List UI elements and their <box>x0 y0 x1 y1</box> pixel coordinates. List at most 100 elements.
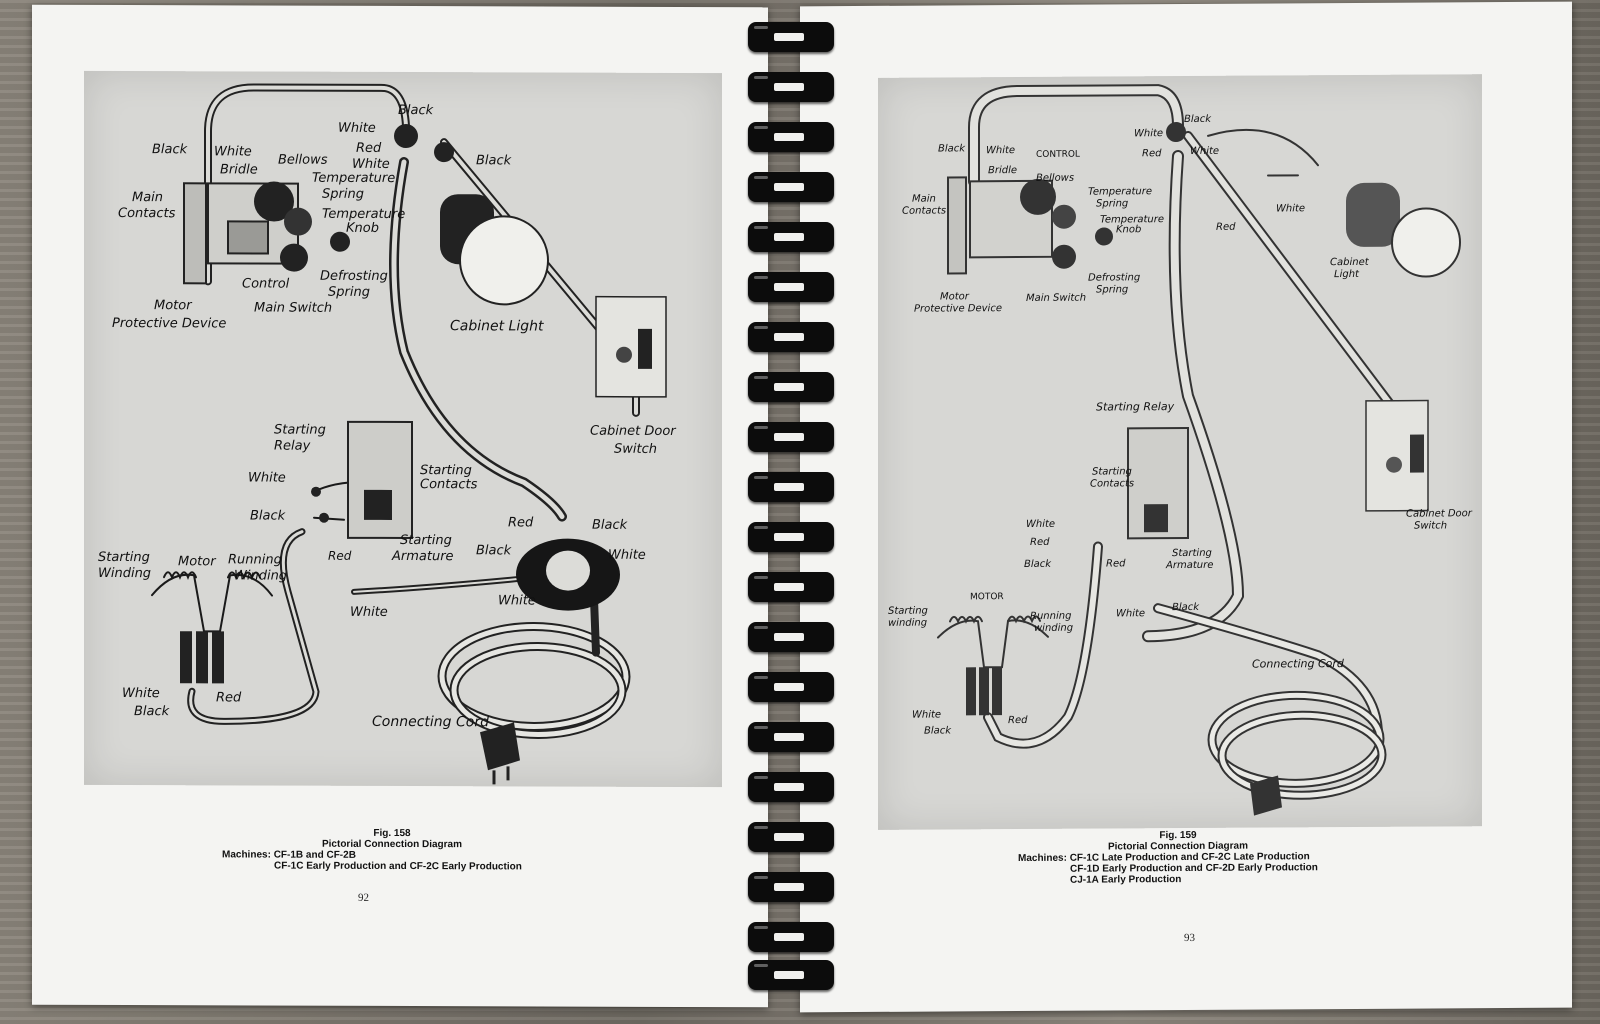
label-contacts: Contacts <box>902 205 946 216</box>
label-starting-winding-2: Winding <box>98 566 151 581</box>
label-starting-winding-1: Starting <box>98 550 150 565</box>
label-main-switch: Main Switch <box>254 300 332 315</box>
label-connecting-cord: Connecting Cord <box>1252 657 1345 671</box>
label-running-winding: Winding <box>234 568 287 583</box>
label-starting-contacts-1: Starting <box>420 463 472 478</box>
label-defrosting: Defrosting <box>320 269 388 284</box>
label-control: CONTROL <box>1036 150 1080 160</box>
label-starting-winding-2: winding <box>888 618 927 629</box>
label-main: Main <box>912 194 936 205</box>
label-temperature-2: Temperature <box>322 207 405 222</box>
label-white-mid: White <box>352 157 390 172</box>
label-red-relay: Red <box>328 549 352 563</box>
machines-line-2: CF-1C Early Production and CF-2C Early P… <box>274 860 522 873</box>
label-starting-armature-1: Starting <box>400 533 452 548</box>
label-white-top: White <box>338 121 376 136</box>
label-white-box: White <box>608 548 646 563</box>
label-black-box-top: Black <box>592 518 628 533</box>
label-temperature-2: Temperature <box>1100 214 1164 225</box>
binding-ring <box>748 822 834 852</box>
label-knob: Knob <box>1116 224 1141 235</box>
label-running: Running <box>228 552 282 567</box>
label-bellows: Bellows <box>1036 173 1074 184</box>
label-temperature: Temperature <box>312 171 395 186</box>
spiral-binding <box>748 0 838 1024</box>
label-starting-armature-2: Armature <box>1165 560 1213 571</box>
binding-ring <box>748 22 834 52</box>
label-red-wire: Red <box>1216 222 1236 233</box>
label-bellows: Bellows <box>278 153 328 168</box>
label-protective-device: Protective Device <box>914 303 1002 315</box>
binding-ring <box>748 172 834 202</box>
label-cabinet-door: Cabinet Door <box>1406 508 1473 519</box>
label-motor-2: Motor <box>178 554 217 569</box>
label-light: Light <box>1334 269 1360 280</box>
binding-ring <box>748 572 834 602</box>
label-white-wire: White <box>1276 203 1305 214</box>
label-running-winding: winding <box>1034 623 1073 634</box>
label-temperature: Temperature <box>1088 186 1152 197</box>
label-running: Running <box>1030 611 1071 622</box>
label-spring-2: Spring <box>328 285 370 300</box>
label-starting-winding-1: Starting <box>888 606 928 617</box>
label-starting: Starting <box>274 423 326 438</box>
label-starting-armature-2: Armature <box>391 549 454 564</box>
label-spring: Spring <box>1096 198 1128 209</box>
binding-ring <box>748 960 834 990</box>
label-black-right: Black <box>476 153 512 168</box>
binding-ring <box>748 122 834 152</box>
label-red: Red <box>356 141 382 156</box>
label-black-motor: Black <box>134 704 170 719</box>
label-black-bottom: Black <box>1172 602 1200 613</box>
wiring-diagram-159: Black White Red White Black White CONTRO… <box>888 84 1473 816</box>
label-black-box-left: Black <box>476 543 512 558</box>
label-white-bottom: White <box>350 605 388 620</box>
label-knob: Knob <box>346 221 379 236</box>
label-red: Red <box>1142 148 1162 159</box>
label-white-bottom: White <box>1116 608 1145 619</box>
label-black-left: Black <box>938 143 966 154</box>
label-motor: Motor <box>940 291 970 302</box>
label-motor-caps: MOTOR <box>970 592 1004 602</box>
label-black-left: Black <box>152 142 188 157</box>
label-protective-device: Protective Device <box>112 316 226 331</box>
label-main: Main <box>132 190 163 205</box>
binding-ring <box>748 622 834 652</box>
label-white-relay: White <box>248 470 286 485</box>
page-number: 93 <box>1184 931 1195 945</box>
binding-ring <box>748 772 834 802</box>
label-black-motor: Black <box>924 725 952 736</box>
label-starting-contacts-2: Contacts <box>420 477 478 492</box>
figure-159-diagram: Black White Red White Black White CONTRO… <box>878 74 1482 830</box>
machines-line-1: Machines: CF-1B and CF-2B <box>222 849 356 861</box>
label-white: White <box>1134 128 1163 139</box>
binding-ring <box>748 672 834 702</box>
binding-ring <box>748 272 834 302</box>
label-bridle: Bridle <box>220 162 258 177</box>
label-cabinet: Cabinet <box>1330 257 1370 268</box>
binding-ring <box>748 372 834 402</box>
wiring-diagram-158: Black White Black White Red White Bridle… <box>98 83 677 785</box>
label-black-relay: Black <box>250 508 286 523</box>
binding-ring <box>748 72 834 102</box>
binding-ring <box>748 472 834 502</box>
binding-ring <box>748 922 834 952</box>
binding-ring <box>748 422 834 452</box>
label-starting-armature-1: Starting <box>1172 548 1212 559</box>
label-starting-contacts-1: Starting <box>1092 466 1132 477</box>
binding-ring <box>748 322 834 352</box>
label-white-motor: White <box>122 686 160 701</box>
label-control: Control <box>242 276 290 291</box>
figure-158-diagram: Black White Black White Red White Bridle… <box>84 70 722 788</box>
right-page: Black White Red White Black White CONTRO… <box>800 1 1572 1013</box>
binding-ring <box>748 722 834 752</box>
label-white-relay: White <box>1026 519 1055 530</box>
figure-158-caption: Fig. 158 Pictorial Connection Diagram Ma… <box>222 827 562 873</box>
label-white-left: White <box>986 145 1015 156</box>
label-starting-contacts-2: Contacts <box>1090 478 1134 489</box>
label-connecting-cord: Connecting Cord <box>372 714 489 730</box>
page-number: 92 <box>358 891 369 904</box>
label-black: Black <box>1184 114 1212 125</box>
label-white-motor: White <box>912 709 941 720</box>
label-starting-relay: Starting Relay <box>1096 400 1175 413</box>
